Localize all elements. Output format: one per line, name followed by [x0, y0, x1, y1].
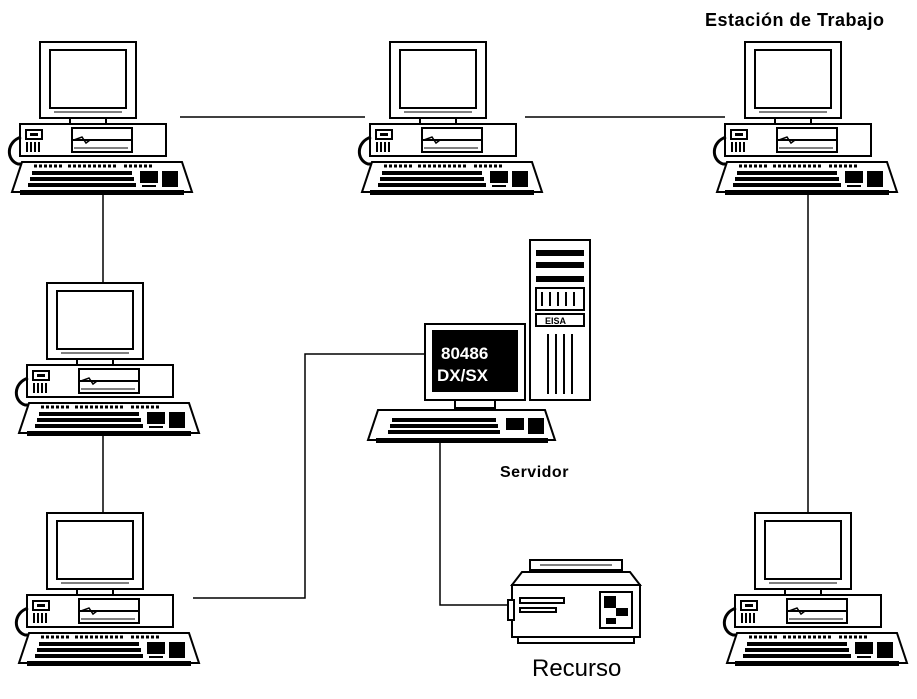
server-screen-line2: DX/SX	[437, 366, 489, 385]
server-tower: EISA	[529, 239, 591, 401]
workstation-top-right	[712, 40, 899, 197]
link-bottom-left-to-server	[193, 353, 428, 599]
workstation-middle-left	[14, 281, 201, 438]
link-server-to-printer	[439, 440, 512, 606]
server: EISA 80486 DX/SX	[366, 239, 591, 443]
printer	[507, 559, 643, 644]
workstation-bottom-right	[722, 511, 909, 668]
server-keyboard	[366, 409, 557, 443]
server-monitor: 80486 DX/SX	[424, 323, 526, 409]
resource-label: Recurso	[532, 655, 622, 682]
workstation-top-left	[7, 40, 194, 197]
server-case-badge: EISA	[545, 316, 567, 326]
network-links	[102, 116, 809, 606]
server-screen-line1: 80486	[441, 344, 488, 363]
workstation-top-middle	[357, 40, 544, 197]
workstation-bottom-left	[14, 511, 201, 668]
workstation-label: Estación de Trabajo	[705, 10, 885, 30]
server-label: Servidor	[500, 464, 569, 481]
